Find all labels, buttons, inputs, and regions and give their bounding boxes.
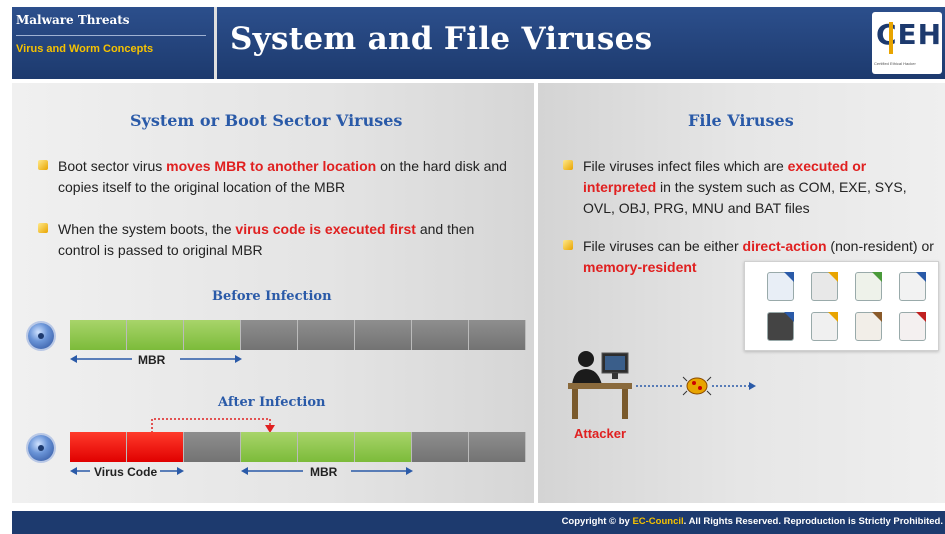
mbr-segment — [355, 432, 412, 462]
mbr-segment — [184, 320, 241, 350]
disk-segment — [412, 320, 469, 350]
infection-flow-arrow — [636, 376, 756, 396]
mbr-relocation-arrow — [151, 418, 275, 433]
virus-segment — [70, 432, 127, 462]
mbr-segment — [70, 320, 127, 350]
bullet-icon — [38, 160, 48, 170]
ceh-logo: CEH Certified Ethical Hacker — [872, 12, 942, 74]
mbr-segment — [127, 320, 184, 350]
after-infection-label: After Infection — [218, 395, 326, 410]
mbr-segment — [241, 432, 298, 462]
after-mbr-span-arrow — [241, 467, 413, 475]
disk-segment — [184, 432, 241, 462]
disk-icon — [28, 323, 54, 349]
mbr-bar-before — [70, 320, 526, 350]
bullet-boot-1: Boot sector virus moves MBR to another l… — [38, 156, 508, 198]
disk-segment — [469, 432, 526, 462]
before-mbr-span-arrow — [70, 355, 242, 363]
ec-council-brand: EC-Council — [632, 516, 684, 527]
ceh-logo-letters: CEH — [876, 18, 943, 51]
boot-sector-heading: System or Boot Sector Viruses — [130, 111, 403, 130]
disk-segment — [298, 320, 355, 350]
slide-title: System and File Viruses — [230, 21, 653, 57]
disk-icon — [28, 435, 54, 461]
file-icon — [855, 312, 882, 341]
module-subtitle: Virus and Worm Concepts — [16, 43, 154, 55]
disk-segment — [241, 320, 298, 350]
ceh-logo-bar — [889, 22, 893, 54]
virus-code-span-arrow — [70, 467, 184, 475]
bullet-icon — [563, 240, 573, 250]
virus-segment — [127, 432, 184, 462]
file-icon — [899, 272, 926, 301]
bullet-icon — [38, 223, 48, 233]
ceh-logo-tagline: Certified Ethical Hacker — [874, 61, 916, 66]
copyright-notice: Copyright © by EC-Council. All Rights Re… — [561, 516, 943, 527]
header-divider — [214, 7, 217, 79]
footer-bar: Copyright © by EC-Council. All Rights Re… — [12, 511, 945, 534]
file-icon — [767, 312, 794, 341]
disk-segment — [412, 432, 469, 462]
mbr-bar-after — [70, 432, 526, 462]
virus-bug-icon — [682, 376, 712, 396]
bullet-file-2: File viruses can be either direct-action… — [563, 236, 939, 278]
file-icon — [899, 312, 926, 341]
header-section-block: Malware Threats Virus and Worm Concepts — [12, 7, 212, 79]
disk-segment — [469, 320, 526, 350]
header-divider-line — [16, 35, 206, 36]
module-title: Malware Threats — [16, 13, 130, 27]
disk-segment — [355, 320, 412, 350]
bullet-file-1: File viruses infect files which are exec… — [563, 156, 939, 219]
mbr-segment — [298, 432, 355, 462]
file-viruses-heading: File Viruses — [688, 111, 794, 130]
after-mbr-label: MBR — [310, 465, 338, 479]
bullet-icon — [563, 160, 573, 170]
header-bar: Malware Threats Virus and Worm Concepts … — [12, 7, 945, 79]
file-icon — [855, 272, 882, 301]
virus-code-label: Virus Code — [94, 465, 158, 479]
before-infection-label: Before Infection — [212, 289, 332, 304]
infected-files-panel — [744, 261, 939, 351]
before-mbr-label: MBR — [138, 353, 166, 367]
attacker-icon — [568, 351, 632, 419]
file-icon — [767, 272, 794, 301]
file-icon — [811, 272, 838, 301]
bullet-boot-2: When the system boots, the virus code is… — [38, 219, 508, 261]
file-icon — [811, 312, 838, 341]
attacker-label: Attacker — [574, 426, 627, 441]
